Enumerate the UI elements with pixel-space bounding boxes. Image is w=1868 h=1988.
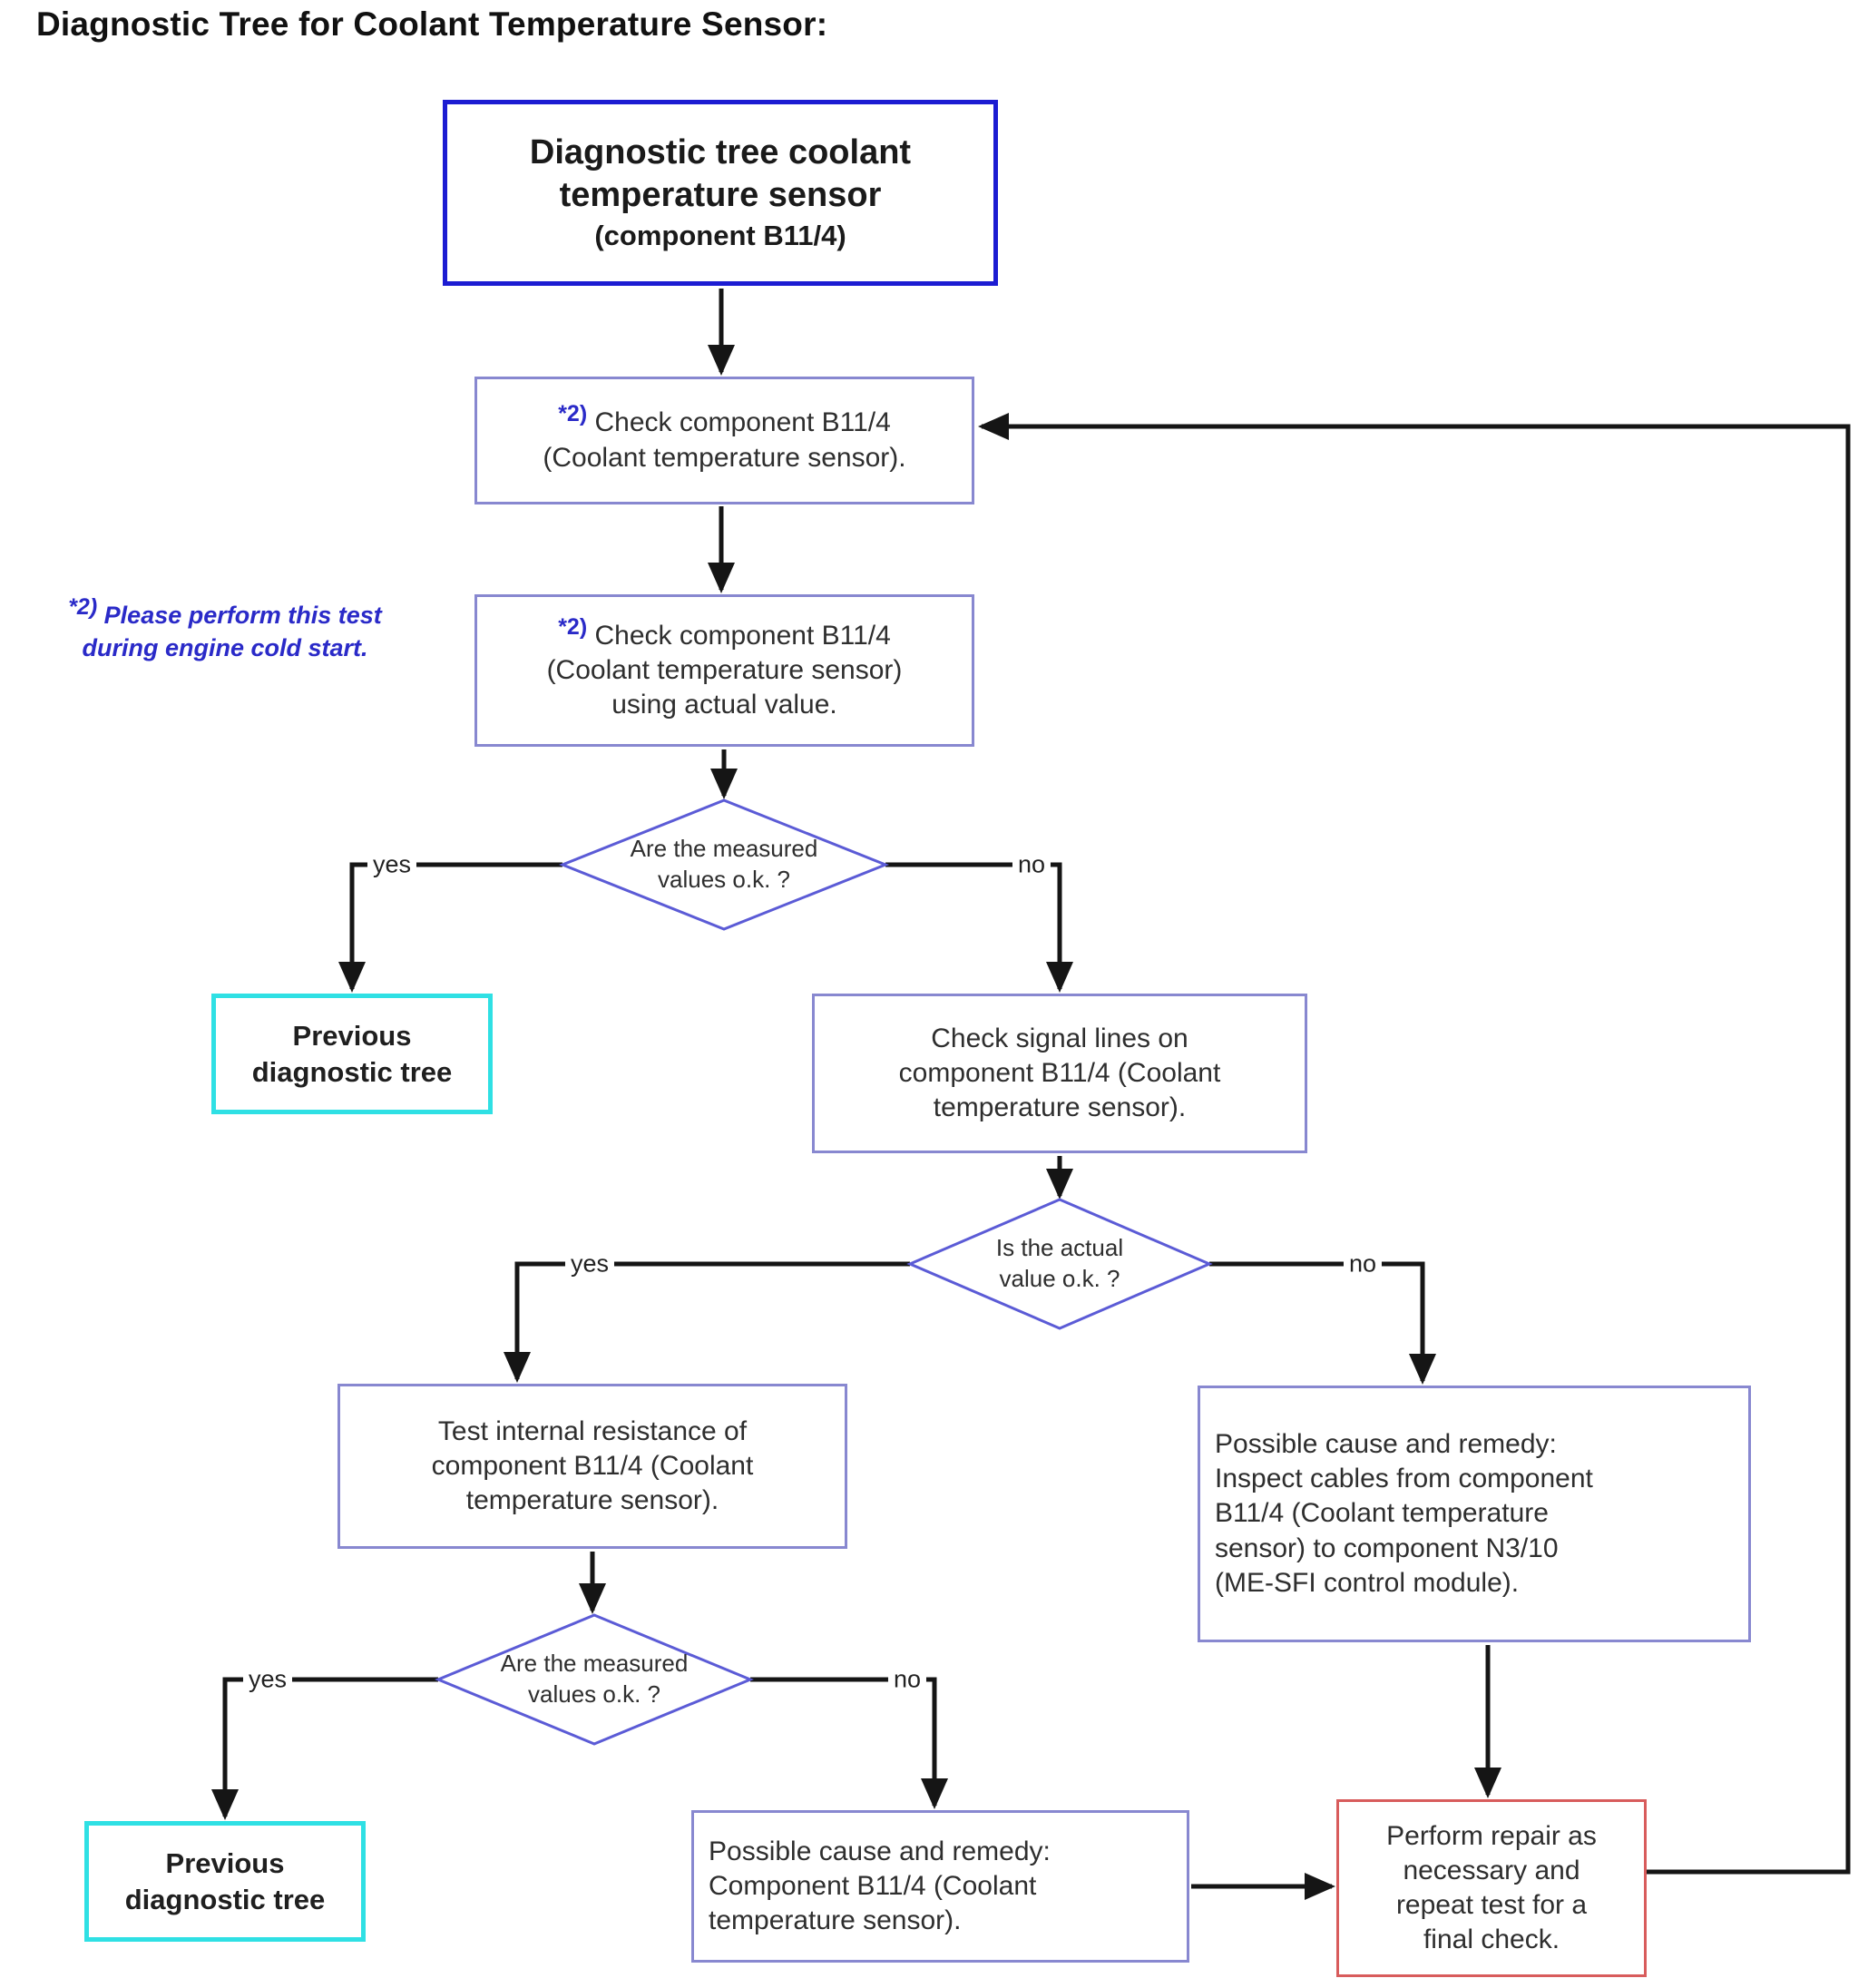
check-actual-text: Check component B11/4 [594,620,891,651]
edge-label-yes-2: yes [564,1251,615,1277]
decision1-text: Are the measured values o.k. ? [630,835,818,893]
start-node-text: temperature sensor [559,176,882,215]
edge-decision3-no [750,1677,948,1809]
check-component-node: *2) Check component B11/4 (Coolant tempe… [474,377,974,504]
check-component-text: Check component B11/4 [594,407,891,438]
edge-label-yes-1: yes [367,852,417,877]
edge-decision2-no [1209,1261,1436,1385]
check-signal-lines-node: Check signal lines on component B11/4 (C… [812,994,1307,1153]
diagram-title: Diagnostic Tree for Coolant Temperature … [36,5,828,43]
test-resistance-node: Test internal resistance of component B1… [337,1384,847,1549]
cause-component-node: Possible cause and remedy: Component B11… [691,1810,1189,1963]
edge-label-no-2: no [1343,1251,1383,1277]
perform-repair-node: Perform repair as necessary and repeat t… [1336,1799,1647,1977]
edge-decision1-yes [338,862,562,993]
inspect-cables-node: Possible cause and remedy: Inspect cable… [1198,1386,1751,1642]
check-actual-value-node: *2) Check component B11/4 (Coolant tempe… [474,594,974,747]
footnote-marker: *2) [68,594,98,620]
decision1-diamond [558,798,890,931]
decision2-text: Is the actual value o.k. ? [995,1234,1124,1292]
previous-tree-node-1: Previous diagnostic tree [211,994,493,1114]
footnote-marker: *2) [558,613,588,640]
decision3-text: Are the measured values o.k. ? [500,1650,689,1708]
edge-label-yes-3: yes [242,1667,293,1692]
check-component-text: (Coolant temperature sensor). [543,442,906,473]
edge-decision1-no [885,862,1073,993]
footnote-note-text: Please perform this test [103,602,382,629]
edge-label-no-3: no [887,1667,927,1692]
footnote-marker: *2) [558,401,588,427]
decision3-diamond [435,1613,754,1746]
start-node-text: Diagnostic tree coolant [529,132,912,171]
edge-label-no-1: no [1012,852,1051,877]
previous-tree-node-2: Previous diagnostic tree [84,1821,366,1942]
decision2-diamond [906,1198,1213,1330]
edge-repair-feedback [978,413,1851,1875]
check-actual-text: using actual value. [611,690,837,720]
start-node: Diagnostic tree coolant temperature sens… [443,100,998,286]
check-actual-text: (Coolant temperature sensor) [546,654,903,685]
edge-decision2-yes [504,1261,910,1383]
footnote-note: *2) Please perform this test during engi… [44,596,406,665]
edge-decision3-yes [211,1677,438,1820]
start-node-component: (component B11/4) [594,219,846,251]
footnote-note-text: during engine cold start. [82,634,368,662]
